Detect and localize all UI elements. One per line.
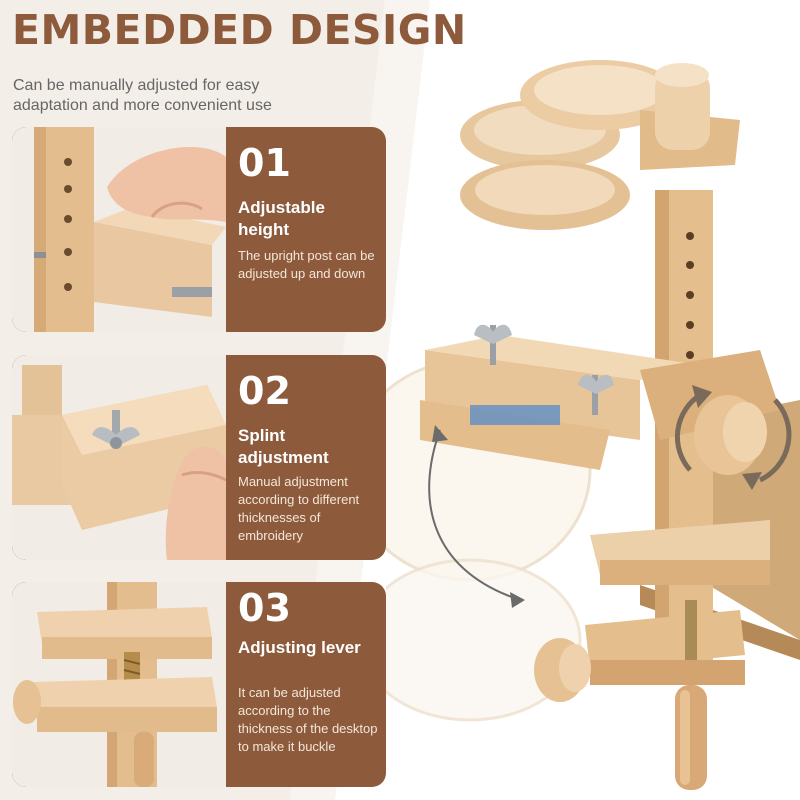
rotate-arrow-icon-2	[758, 398, 792, 483]
wing-screw-left	[474, 324, 512, 365]
feature-number: 01	[238, 141, 291, 185]
feature-number: 02	[238, 369, 291, 413]
embroidery-fabric	[470, 405, 560, 425]
wing-screw-clamp-photo	[12, 355, 226, 560]
page-subtitle: Can be manually adjusted for easy adapta…	[13, 77, 272, 114]
swing-arrow-icon	[428, 429, 521, 601]
feature-number: 03	[238, 586, 291, 630]
feature-card-adjustable-height: 01 Adjustable height The upright post ca…	[12, 127, 386, 332]
feature-heading: Splint adjustment	[238, 426, 329, 467]
top-knob	[655, 70, 710, 150]
feature-heading: Adjustable height	[238, 198, 325, 239]
wing-screw-right	[578, 374, 614, 415]
page-title: EMBEDDED DESIGN	[12, 6, 467, 54]
feature-heading: Adjusting lever	[238, 638, 361, 657]
feature-card-splint-adjustment: 02 Splint adjustment Manual adjustment a…	[12, 355, 386, 560]
feature-description: Manual adjustment according to different…	[238, 474, 360, 543]
feature-description: It can be adjusted according to the thic…	[238, 685, 378, 754]
rotate-arrow-icon	[674, 392, 702, 472]
feature-card-adjusting-lever: 03 Adjusting lever It can be adjusted ac…	[12, 582, 386, 787]
feature-description: The upright post can be adjusted up and …	[238, 248, 375, 281]
embroidery-stand-photo	[386, 60, 800, 790]
adjusting-lever	[675, 685, 707, 790]
ghost-hoop-lower	[386, 558, 582, 722]
wooden-post-photo	[12, 127, 226, 332]
lower-clamp-bottom	[585, 610, 745, 670]
screw-clamp-photo	[12, 582, 226, 787]
